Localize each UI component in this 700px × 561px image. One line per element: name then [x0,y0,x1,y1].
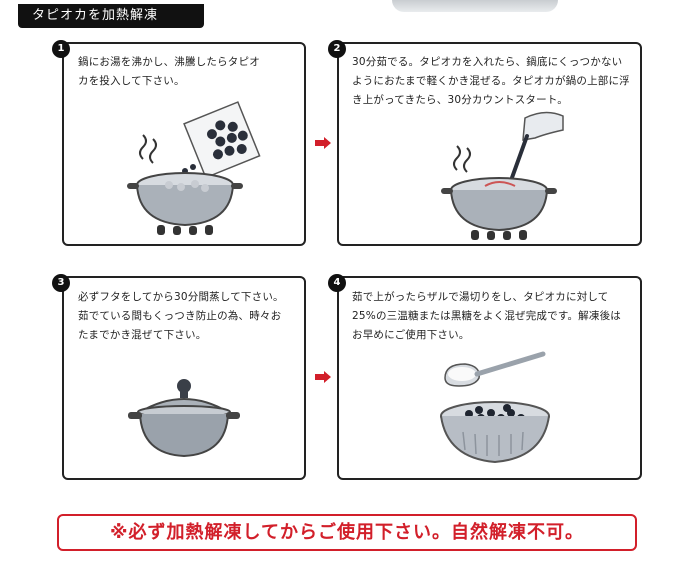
product-image-edge [392,0,558,12]
step-number-1: 1 [52,40,70,58]
right-arrow-icon [315,137,331,149]
step-number-3: 3 [52,274,70,292]
pot-stirring-ladle-icon [441,111,564,240]
section-title: タピオカを加熱解凍 [18,4,204,28]
step-text-4: 茹で上がったらザルで湯切りをし、タピオカに対して25%の三温糖または黒糖をよく混… [352,291,621,341]
step-text-1: 鍋にお湯を沸かし、沸騰したらタピオカを投入して下さい。 [78,56,260,87]
warning-notice: ※必ず加熱解凍してからご使用下さい。自然解凍不可。 [57,514,637,551]
step-text-3: 必ずフタをしてから30分間蒸して下さい。茹でている間もくっつき防止の為、時々おた… [78,291,284,341]
step-number-2: 2 [328,40,346,58]
step-number-4: 4 [328,274,346,292]
step-text-2: 30分茹でる。タピオカを入れたら、鍋底にくっつかないようにおたまで軽くかき混ぜる… [352,56,630,106]
right-arrow-icon [315,371,331,383]
colander-and-spoon-icon [440,351,550,464]
covered-pot-icon [128,379,240,458]
pot-with-tapioca-bag-icon [127,101,261,235]
